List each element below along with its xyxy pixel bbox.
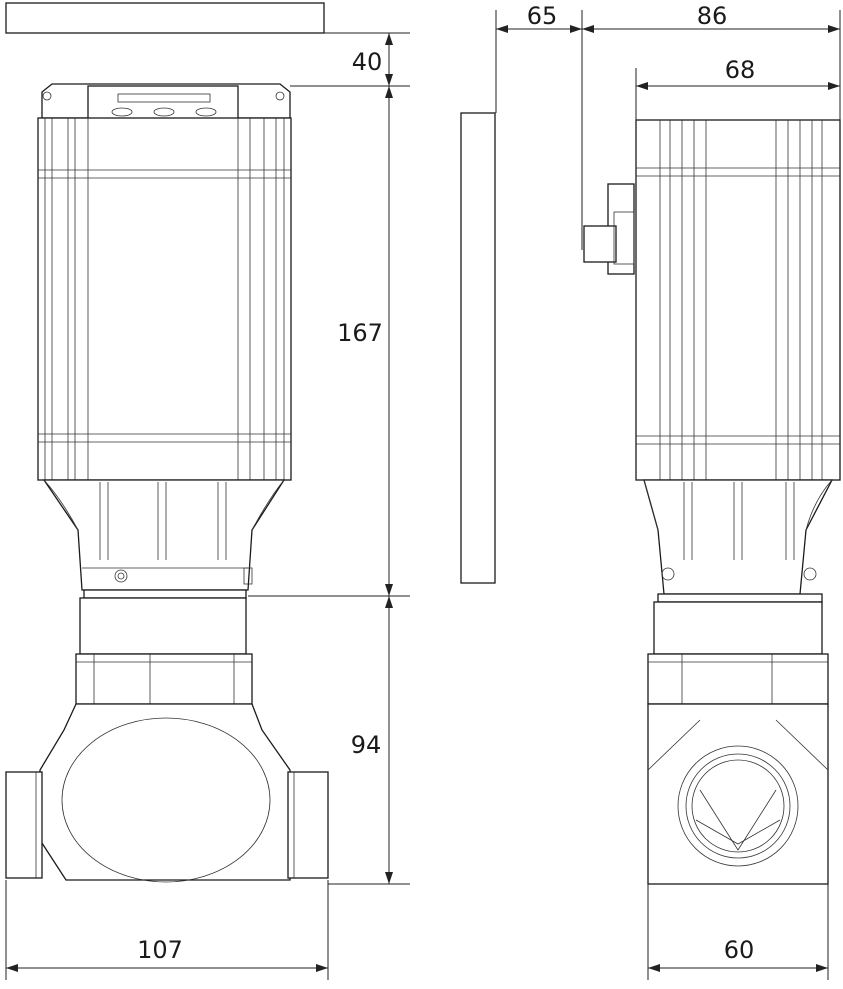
wall-plate-side: [460, 112, 496, 584]
dim-94: 94: [351, 731, 382, 759]
side-actuator: [583, 119, 841, 885]
dim-86: 86: [697, 2, 728, 30]
dimension-lines: [5, 10, 841, 980]
dim-40: 40: [352, 48, 383, 76]
dim-167: 167: [337, 319, 383, 347]
front-actuator: [5, 83, 329, 883]
dim-65: 65: [527, 2, 558, 30]
mount-plate-top: [5, 2, 325, 34]
dim-60: 60: [724, 936, 755, 964]
dim-68: 68: [725, 56, 756, 84]
dim-107: 107: [137, 936, 183, 964]
